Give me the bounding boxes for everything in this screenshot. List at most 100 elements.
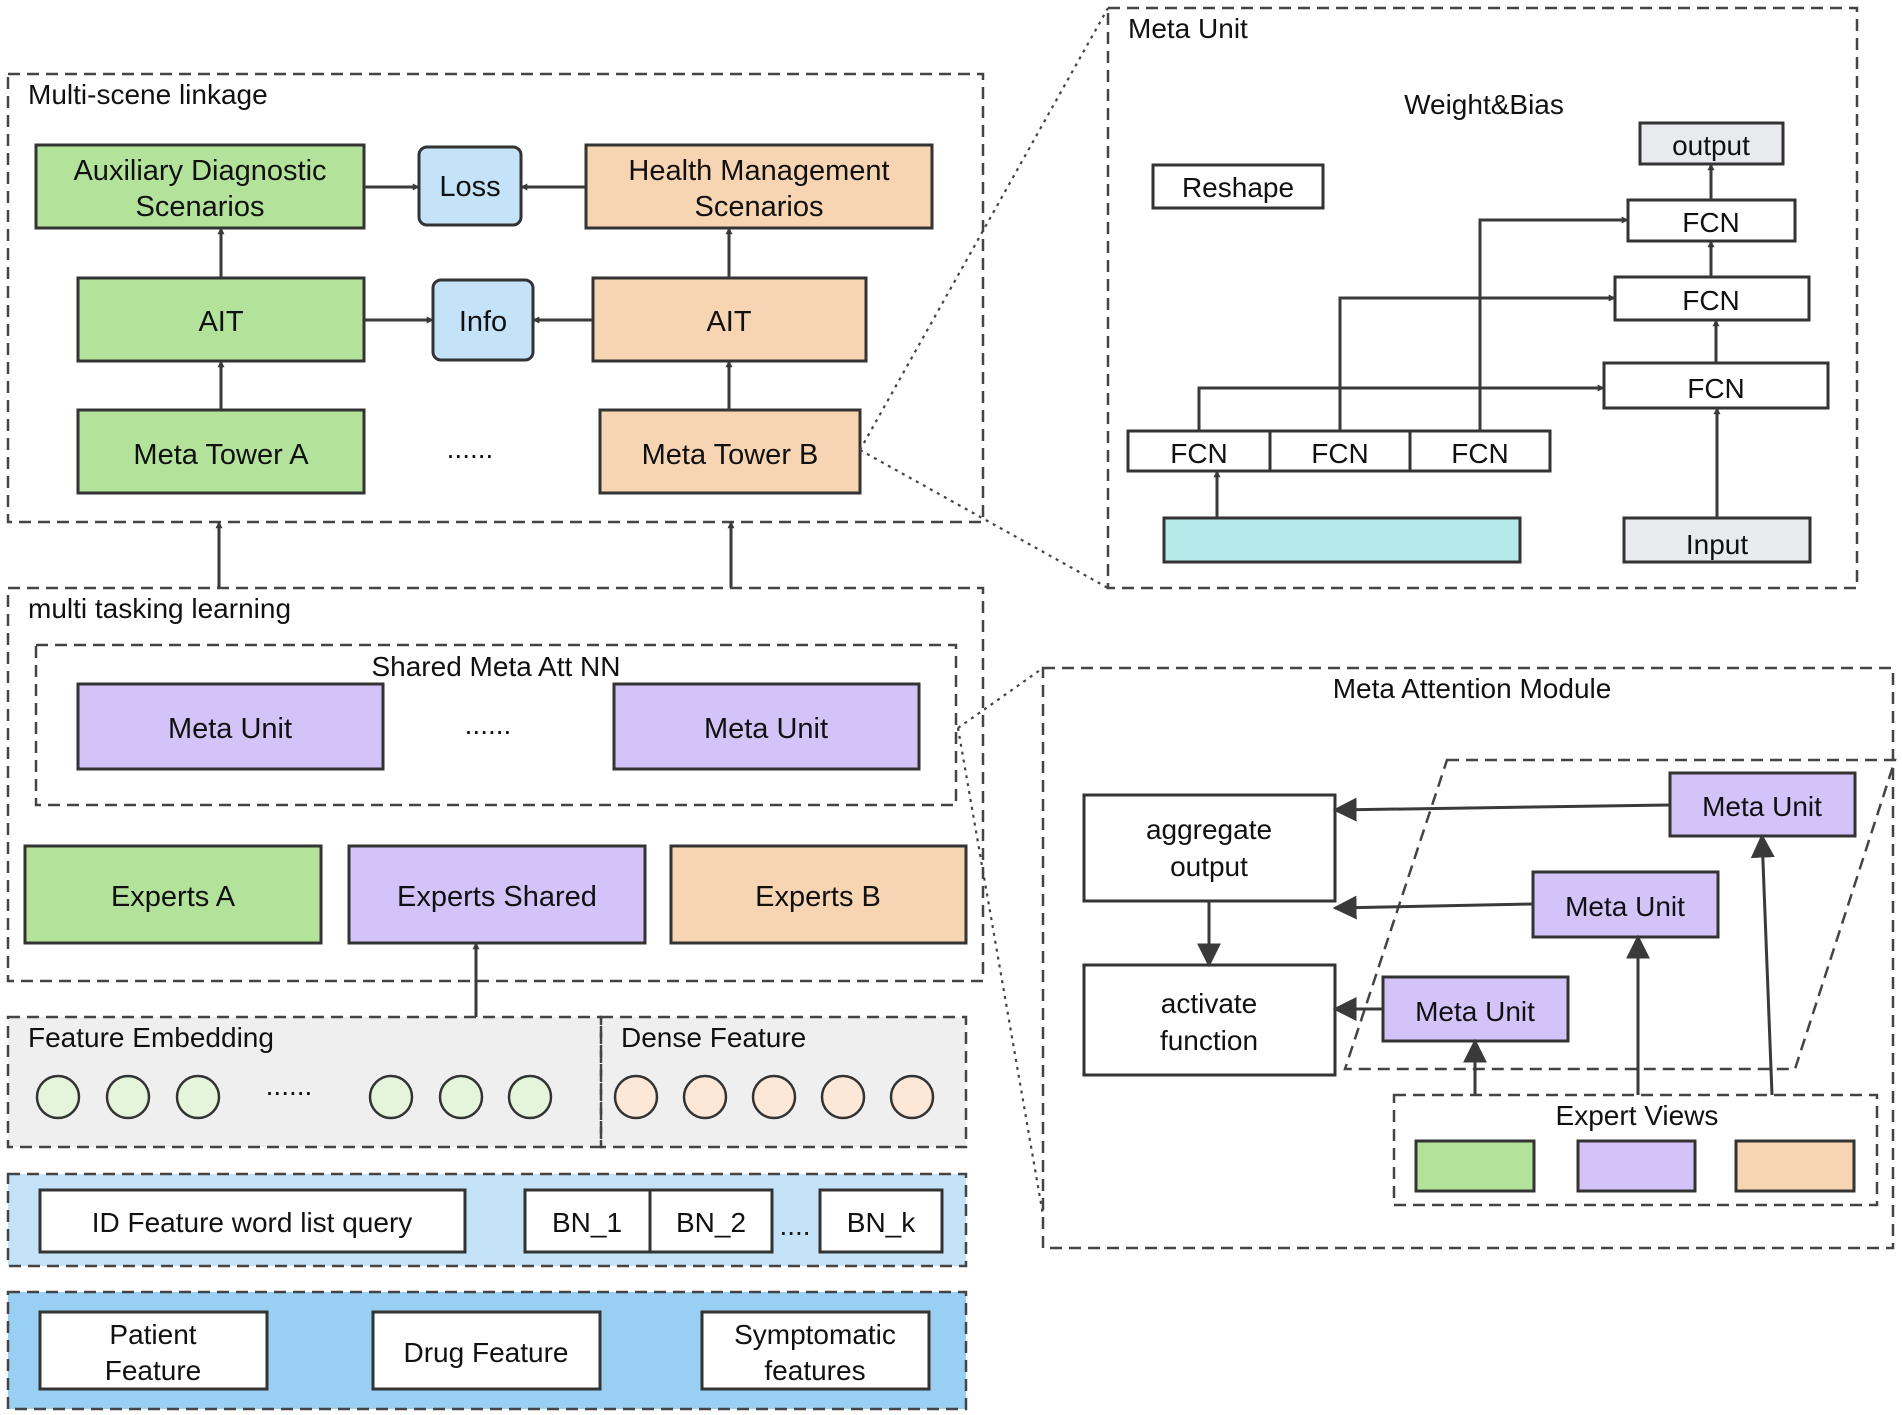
fcn-row-cell-2 xyxy=(1268,429,1412,473)
meta-tower-b-box: Meta Tower B xyxy=(598,408,862,495)
auxiliary-diagnostic-box: Auxiliary Diagnostic Scenarios xyxy=(34,143,366,230)
symptom-line-2: features xyxy=(764,1355,865,1386)
mtl-title: multi tasking learning xyxy=(28,593,291,624)
embedding-ellipsis: ...... xyxy=(266,1070,313,1101)
meta-unit-detail-title: Meta Unit xyxy=(1128,13,1248,44)
embedding-node xyxy=(175,1074,221,1120)
shared-meta-unit-2-label: Meta Unit xyxy=(704,713,828,745)
meta-unit-detail-section: Meta Unit Weight&Bias Reshape output FCN… xyxy=(1106,6,1859,590)
dense-node xyxy=(889,1074,935,1120)
arrow-views-to-mu1 xyxy=(1750,833,1775,1096)
experts-a-box: Experts A xyxy=(23,844,323,945)
shared-meta-unit-2: Meta Unit xyxy=(612,682,921,771)
dense-feature-title: Dense Feature xyxy=(621,1022,806,1053)
meta-attention-module-section: Meta Attention Module aggregate output a… xyxy=(1041,666,1897,1250)
meta-attention-title: Meta Attention Module xyxy=(1333,673,1612,704)
shared-meta-unit-1-label: Meta Unit xyxy=(168,713,292,745)
fcn-row: FCN FCN FCN xyxy=(1126,429,1552,473)
attention-meta-unit-2-label: Meta Unit xyxy=(1565,891,1685,922)
input-box: Input xyxy=(1622,516,1812,564)
embedding-node xyxy=(35,1074,81,1120)
activate-function-box: activate function xyxy=(1082,963,1337,1077)
health-line-2: Scenarios xyxy=(695,191,824,223)
embedding-node xyxy=(368,1074,414,1120)
tower-ellipsis: ...... xyxy=(447,433,494,464)
meta-tower-b-label: Meta Tower B xyxy=(642,439,819,471)
shared-meta-unit-1: Meta Unit xyxy=(76,682,385,771)
loss-box: Loss xyxy=(417,145,523,227)
bn-1-label: BN_1 xyxy=(552,1207,622,1238)
fcn-row-label-3: FCN xyxy=(1451,438,1509,469)
expert-views-title: Expert Views xyxy=(1556,1100,1719,1131)
id-band-frame xyxy=(6,1172,968,1268)
input-label: Input xyxy=(1686,529,1748,560)
expert-view-purple xyxy=(1576,1139,1697,1193)
bn-1-box: BN_1 xyxy=(523,1188,652,1254)
aggregate-line-1: aggregate xyxy=(1146,814,1272,845)
patient-line-2: Feature xyxy=(105,1355,202,1386)
attention-meta-unit-2: Meta Unit xyxy=(1531,870,1720,939)
info-label: Info xyxy=(459,306,507,338)
drug-feature-box: Drug Feature xyxy=(371,1310,602,1391)
dense-circles xyxy=(613,1074,935,1120)
dense-node xyxy=(613,1074,659,1120)
embedding-circles xyxy=(35,1074,553,1120)
attention-meta-unit-3: Meta Unit xyxy=(1381,975,1570,1043)
activate-line-2: function xyxy=(1160,1025,1258,1056)
loss-label: Loss xyxy=(439,171,500,203)
drug-feature-label: Drug Feature xyxy=(404,1337,569,1368)
ait-a-label: AIT xyxy=(198,306,243,338)
input-band-frame xyxy=(6,1290,968,1411)
patient-line-1: Patient xyxy=(109,1319,196,1350)
embedding-background xyxy=(8,1017,966,1147)
feature-embedding-section: Feature Embedding Dense Feature ...... xyxy=(6,1015,968,1149)
reshape-box: Reshape xyxy=(1151,163,1325,210)
symptomatic-features-box: Symptomatic features xyxy=(700,1310,931,1391)
multi-scene-title: Multi-scene linkage xyxy=(28,79,268,110)
output-label: output xyxy=(1672,130,1750,161)
attention-meta-unit-1-label: Meta Unit xyxy=(1702,791,1822,822)
ait-b-label: AIT xyxy=(706,306,751,338)
multi-task-learning-section: multi tasking learning Shared Meta Att N… xyxy=(6,586,985,983)
input-feature-section: Patient Feature Drug Feature Symptomatic… xyxy=(6,1290,968,1411)
meta-unit-detail-frame xyxy=(1106,6,1859,590)
fcn-row-cell-3 xyxy=(1408,429,1552,473)
expert-view-orange xyxy=(1734,1139,1856,1193)
symptom-line-1: Symptomatic xyxy=(734,1319,896,1350)
arrow-mu2-to-aggregate xyxy=(1332,895,1534,920)
experts-a-label: Experts A xyxy=(111,881,236,913)
feature-embedding-frame xyxy=(6,1015,603,1149)
feature-embedding-title: Feature Embedding xyxy=(28,1022,274,1053)
health-line-1: Health Management xyxy=(628,155,889,187)
arrow-fcn2-to-fcn-middle xyxy=(1338,294,1616,431)
bn-ellipsis: .... xyxy=(779,1210,810,1241)
shared-meta-frame xyxy=(34,643,958,807)
meta-unit-parallelogram xyxy=(1343,758,1897,1071)
fcn-bottom-label: FCN xyxy=(1687,373,1745,404)
arrow-fcn1-to-fcn-bottom xyxy=(1197,384,1605,431)
id-feature-section: ID Feature word list query BN_1 BN_2 ...… xyxy=(6,1172,968,1268)
meta-tower-a-box: Meta Tower A xyxy=(76,408,366,495)
activate-line-1: activate xyxy=(1161,988,1258,1019)
dense-node xyxy=(820,1074,866,1120)
fcn-bottom-box: FCN xyxy=(1602,361,1830,410)
embedding-node xyxy=(105,1074,151,1120)
fcn-middle-box: FCN xyxy=(1613,275,1811,322)
experts-shared-label: Experts Shared xyxy=(397,881,597,913)
experts-b-label: Experts B xyxy=(755,881,881,913)
aux-line-1: Auxiliary Diagnostic xyxy=(73,155,326,187)
multi-scene-frame xyxy=(6,72,985,524)
embedding-input-bar xyxy=(1162,516,1522,564)
meta-tower-a-label: Meta Tower A xyxy=(133,439,309,471)
zoom-line-attn-lower xyxy=(956,727,1045,1216)
patient-feature-box: Patient Feature xyxy=(38,1310,269,1391)
dense-node xyxy=(751,1074,797,1120)
arrow-fcn3-to-fcn-top xyxy=(1478,216,1629,431)
bn-k-box: BN_k xyxy=(818,1188,944,1254)
aggregate-output-box: aggregate output xyxy=(1082,793,1337,903)
fcn-row-label-2: FCN xyxy=(1311,438,1369,469)
aggregate-line-2: output xyxy=(1170,851,1248,882)
dense-feature-frame xyxy=(599,1015,968,1149)
experts-b-box: Experts B xyxy=(669,844,968,945)
ait-a-box: AIT xyxy=(76,276,366,363)
